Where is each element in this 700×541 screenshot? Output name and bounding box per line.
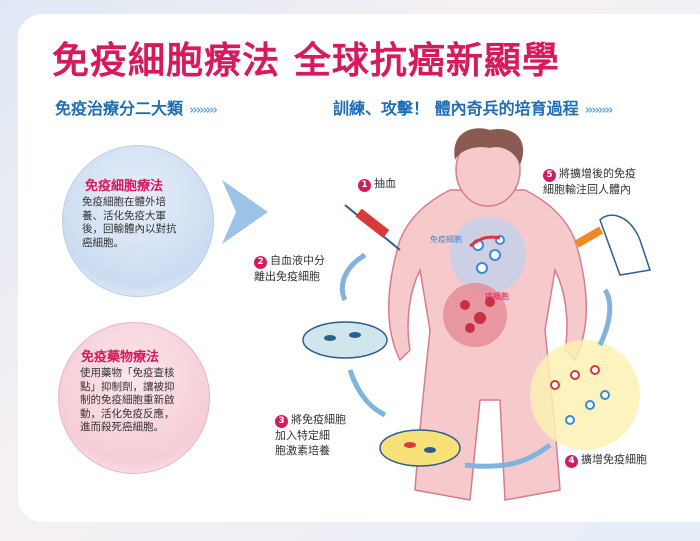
category-heading: 免疫藥物療法 [81, 350, 160, 365]
right-subtitle-text: 訓練、攻擊！ 體內奇兵的培育過程 [333, 99, 579, 118]
step-badge: 2 [254, 256, 267, 269]
left-subtitle: 免疫治療分二大類 ›››››››› [55, 95, 218, 119]
step-badge: 5 [543, 169, 556, 182]
left-subtitle-text: 免疫治療分二大類 [55, 99, 184, 118]
step-badge: 3 [275, 415, 288, 428]
expanded-cells-cluster [530, 340, 640, 450]
category-body: 使用藥物「免疫查核點」抑制劑，讓被抑制的免疫細胞重新啟動，活化免疫反應，進而殺死… [80, 367, 175, 433]
red-arrow-icon [469, 235, 501, 248]
step-badge: 1 [358, 179, 371, 192]
chevrons-icon: ›››››››› [584, 103, 614, 118]
category-body: 免疫細胞在體外培養、活化免疫大軍後，回輸體內以對抗癌細胞。 [82, 196, 177, 249]
step-badge: 4 [565, 455, 578, 468]
syringe-icon [344, 204, 401, 251]
immune-cells-cluster [450, 217, 526, 293]
page-title: 免疫細胞療法 全球抗癌新顯學 [52, 38, 560, 82]
immune-cell-label: 免疫細胞 [430, 235, 462, 244]
petri-dish-icon [302, 321, 388, 359]
category-heading: 免疫細胞療法 [85, 179, 164, 194]
step-text: 將免疫細胞 加入特定細 胞激素培養 [275, 413, 346, 457]
human-body-figure [388, 128, 587, 501]
step-text: 將擴增後的免疫 細胞輸注回人體內 [543, 167, 636, 196]
injection-hand-icon [574, 214, 651, 276]
category-cell-therapy [62, 145, 214, 297]
category-drug-therapy [58, 322, 210, 474]
cancer-cell-label: 癌細胞 [485, 292, 509, 301]
chevrons-icon: ›››››››› [189, 103, 218, 118]
step-text: 擴增免疫細胞 [581, 453, 647, 466]
culture-dish-icon [379, 429, 461, 467]
chevron-arrow-icon [222, 180, 268, 244]
step-text: 抽血 [374, 177, 396, 190]
step-text: 自血液中分 離出免疫細胞 [254, 254, 325, 283]
cycle-arrows [340, 252, 613, 469]
right-subtitle: 訓練、攻擊！ 體內奇兵的培育過程 ›››››››› [333, 95, 614, 119]
